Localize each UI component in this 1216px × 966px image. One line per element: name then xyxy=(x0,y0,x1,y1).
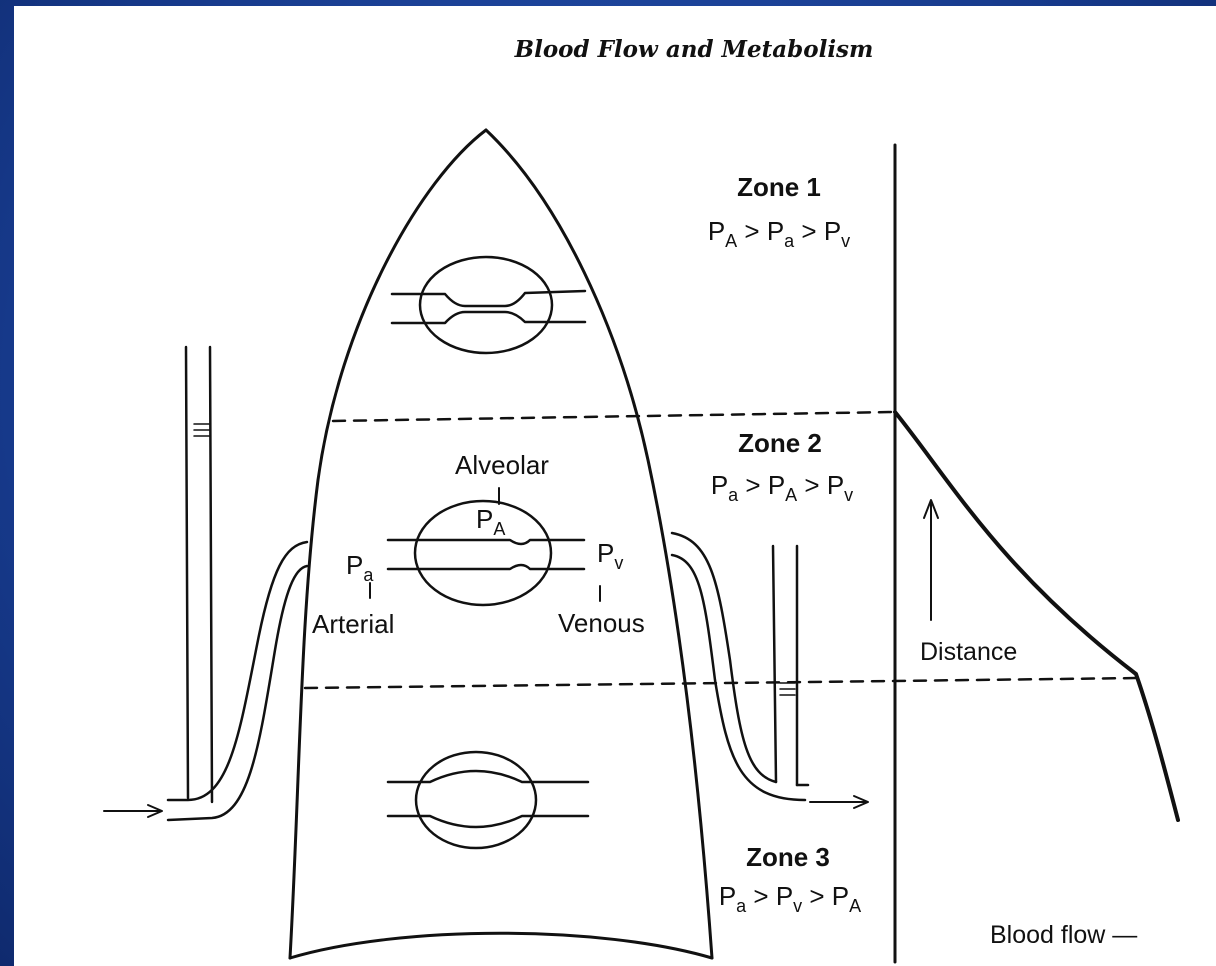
venous-label: Venous xyxy=(558,608,645,638)
zone1-title: Zone 1 xyxy=(737,172,821,202)
zone1-relation: PA > Pa > Pv xyxy=(708,216,850,251)
alveolar-label: Alveolar xyxy=(455,450,549,480)
blood-flow-label: Blood flow — xyxy=(990,921,1137,949)
page-title: Blood Flow and Metabolism xyxy=(514,36,874,63)
zone3-alveolus xyxy=(388,752,588,848)
blood-flow-graph xyxy=(895,145,1178,962)
zone2-title: Zone 2 xyxy=(738,428,822,458)
zone1-zone2-divider xyxy=(333,412,893,421)
zone1-alveolus xyxy=(392,257,585,353)
arterial-manometer xyxy=(104,347,307,820)
diagram-page: Blood Flow and Metabolism xyxy=(14,6,1216,966)
venous-manometer xyxy=(672,533,868,808)
zone2-relation: Pa > PA > Pv xyxy=(711,470,853,505)
venous-pressure-label: Pv xyxy=(597,538,623,573)
arterial-pressure-label: Pa xyxy=(346,550,374,585)
lung-base xyxy=(290,933,712,958)
lung-zones-diagram: Blood Flow and Metabolism xyxy=(14,6,1216,966)
zone3-title: Zone 3 xyxy=(746,842,830,872)
zone2-zone3-divider xyxy=(305,678,1140,688)
distance-label: Distance xyxy=(920,638,1017,666)
blood-flow-curve xyxy=(895,412,1178,820)
zone3-relation: Pa > Pv > PA xyxy=(719,881,861,916)
arterial-label: Arterial xyxy=(312,609,394,639)
